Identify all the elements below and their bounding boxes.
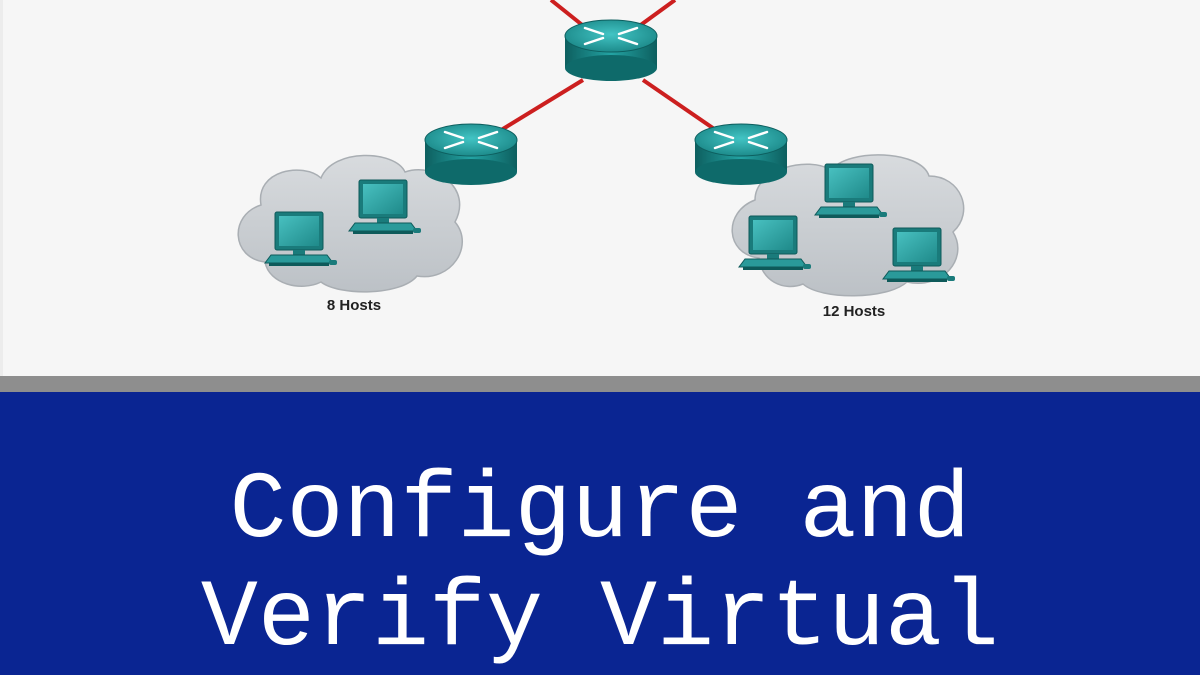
router-right <box>693 122 789 187</box>
link-core-left-router <box>491 78 585 137</box>
network-diagram: 8 Hosts 12 Hosts <box>237 0 965 320</box>
router-core <box>563 18 659 83</box>
title-line-1: Configure and <box>229 457 971 565</box>
lan-left-label: 8 Hosts <box>327 297 381 314</box>
section-divider <box>0 376 1200 392</box>
link-core-right-router <box>641 78 725 137</box>
lan-right-label: 12 Hosts <box>823 303 886 320</box>
router-left <box>423 122 519 187</box>
title-banner: Configure and Verify Virtual <box>0 392 1200 675</box>
title-line-2: Verify Virtual <box>200 565 1000 673</box>
